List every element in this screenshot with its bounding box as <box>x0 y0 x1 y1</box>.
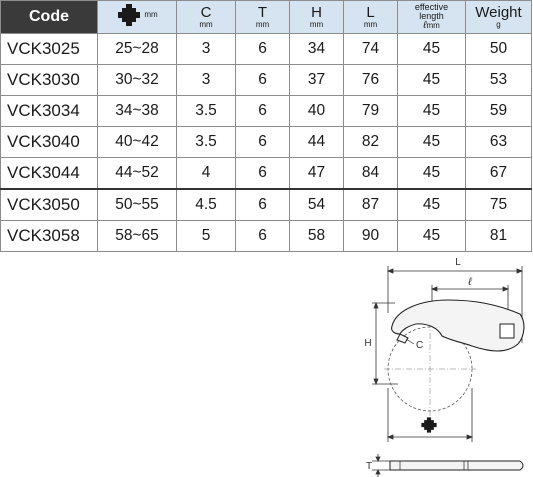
cell-t: 6 <box>235 126 290 158</box>
cell-effective-length: 45 <box>397 220 466 252</box>
cell-weight: 75 <box>465 188 532 221</box>
label-ell: ℓ <box>467 276 472 288</box>
cell-effective-length: 45 <box>397 188 466 221</box>
header-code: Code <box>0 0 98 34</box>
table-row: VCK3044 44~52 4 6 47 84 45 67 <box>0 157 532 190</box>
cell-l: 82 <box>343 126 398 158</box>
cell-t: 6 <box>235 188 290 221</box>
cell-h: 54 <box>289 188 344 221</box>
cell-effective-length: 45 <box>397 126 466 158</box>
label-l: L <box>455 257 461 268</box>
dimension-h <box>372 301 398 386</box>
cell-t: 6 <box>235 157 290 190</box>
dimension-t <box>372 454 390 477</box>
hook-wrench-drawing: L ℓ H C T <box>364 257 525 477</box>
cell-range: 50~55 <box>97 188 177 221</box>
wrench-body <box>391 299 525 352</box>
cell-c: 5 <box>176 220 236 252</box>
cell-c: 4.5 <box>176 188 236 221</box>
square-drive-icon <box>118 3 141 26</box>
cell-t: 6 <box>235 64 290 96</box>
header-square-drive: mm <box>97 0 177 34</box>
cell-weight: 81 <box>465 220 532 252</box>
cell-h: 58 <box>289 220 344 252</box>
c-leader <box>405 338 415 345</box>
cell-code: VCK3030 <box>0 64 98 96</box>
cell-c: 3 <box>176 33 236 65</box>
cell-c: 3.5 <box>176 126 236 158</box>
cell-code: VCK3034 <box>0 95 98 127</box>
cell-t: 6 <box>235 220 290 252</box>
side-view <box>389 460 524 471</box>
cell-h: 44 <box>289 126 344 158</box>
cell-weight: 59 <box>465 95 532 127</box>
cell-code: VCK3058 <box>0 220 98 252</box>
cell-h: 34 <box>289 33 344 65</box>
table-row: VCK3050 50~55 4.5 6 54 87 45 75 <box>0 188 532 221</box>
cell-l: 76 <box>343 64 398 96</box>
cell-l: 87 <box>343 188 398 221</box>
cell-c: 3.5 <box>176 95 236 127</box>
cell-l: 74 <box>343 33 398 65</box>
cell-weight: 63 <box>465 126 532 158</box>
cell-l: 90 <box>343 220 398 252</box>
table-row: VCK3058 58~65 5 6 58 90 45 81 <box>0 220 532 252</box>
cell-t: 6 <box>235 33 290 65</box>
label-c: C <box>416 340 423 351</box>
table-row: VCK3025 25~28 3 6 34 74 45 50 <box>0 33 532 65</box>
cell-effective-length: 45 <box>397 95 466 127</box>
label-h: H <box>364 338 371 349</box>
dimension-nut-width <box>386 388 474 442</box>
cell-weight: 53 <box>465 64 532 96</box>
table-row: VCK3034 34~38 3.5 6 40 79 45 59 <box>0 95 532 127</box>
cell-effective-length: 45 <box>397 64 466 96</box>
square-unit: mm <box>144 10 158 19</box>
cell-effective-length: 45 <box>397 33 466 65</box>
cell-c: 3 <box>176 64 236 96</box>
cell-t: 6 <box>235 95 290 127</box>
cell-range: 25~28 <box>97 33 177 65</box>
cell-l: 84 <box>343 157 398 190</box>
cell-range: 34~38 <box>97 95 177 127</box>
cell-code: VCK3044 <box>0 157 98 190</box>
cell-h: 40 <box>289 95 344 127</box>
label-t: T <box>366 461 372 472</box>
cell-range: 44~52 <box>97 157 177 190</box>
cell-code: VCK3050 <box>0 188 98 221</box>
cell-weight: 50 <box>465 33 532 65</box>
square-drive-hole <box>499 323 515 339</box>
cell-range: 30~32 <box>97 64 177 96</box>
cell-code: VCK3040 <box>0 126 98 158</box>
hook-tip <box>396 333 409 344</box>
table-row: VCK3030 30~32 3 6 37 76 45 53 <box>0 64 532 96</box>
cell-h: 47 <box>289 157 344 190</box>
square-drive-icon <box>421 417 437 433</box>
cell-h: 37 <box>289 64 344 96</box>
table-row: VCK3040 40~42 3.5 6 44 82 45 63 <box>0 126 532 158</box>
cell-l: 79 <box>343 95 398 127</box>
cell-range: 40~42 <box>97 126 177 158</box>
cell-range: 58~65 <box>97 220 177 252</box>
header-effective-length: effective length ℓmm <box>397 0 466 34</box>
cell-c: 4 <box>176 157 236 190</box>
cell-code: VCK3025 <box>0 33 98 65</box>
cell-effective-length: 45 <box>397 157 466 190</box>
cell-weight: 67 <box>465 157 532 190</box>
